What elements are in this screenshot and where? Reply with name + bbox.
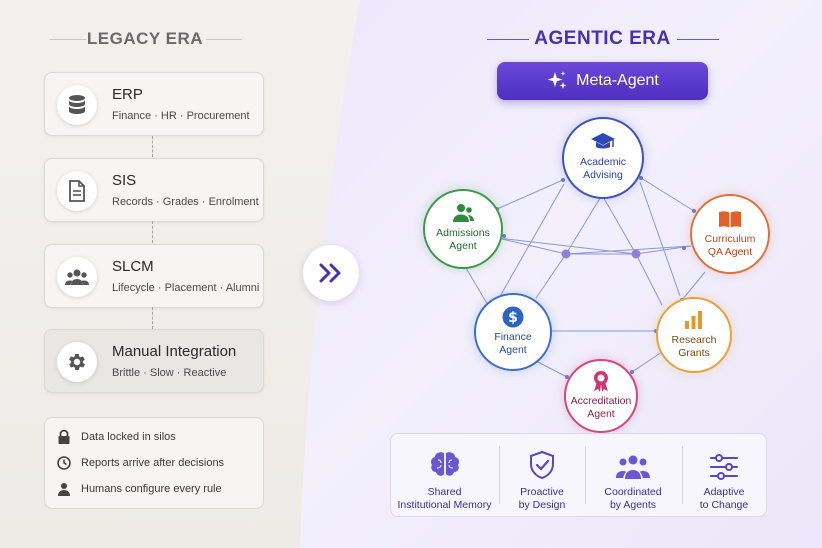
agent-label: Agent (587, 408, 615, 420)
system-card-slcm: SLCM Lifecycle · Placement · Alumni (44, 244, 264, 308)
title-rule-left (50, 39, 86, 40)
agent-accreditation: Accreditation Agent (564, 359, 638, 433)
transition-circle (303, 245, 359, 301)
brain-icon (391, 444, 498, 480)
capability-label: by Design (518, 499, 566, 511)
award-ribbon-icon (592, 370, 610, 392)
agent-label: Finance (494, 331, 532, 343)
connector-dashed (152, 307, 153, 329)
divider (499, 446, 500, 504)
divider (585, 446, 586, 504)
issue-item: Humans configure every rule (57, 480, 222, 498)
meta-agent-label: Meta-Agent (576, 72, 659, 89)
svg-text:$: $ (508, 310, 518, 326)
agent-label: Agent (449, 240, 477, 252)
capability-label: Shared (427, 486, 462, 498)
legacy-issues-box: Data locked in silos Reports arrive afte… (44, 417, 264, 509)
capability-label: to Change (699, 499, 749, 511)
capability-label: Institutional Memory (397, 499, 492, 511)
clock-icon (57, 456, 71, 470)
issue-text: Humans configure every rule (81, 483, 222, 495)
issue-item: Reports arrive after decisions (57, 454, 224, 472)
sliders-icon (682, 444, 766, 480)
document-icon (57, 171, 97, 211)
system-name: ERP (112, 86, 143, 103)
dollar-icon: $ (502, 306, 524, 328)
person-icon (58, 483, 70, 496)
agent-label: Grants (678, 347, 710, 359)
agent-label: Admissions (436, 227, 490, 239)
graduation-cap-icon (590, 131, 616, 153)
bar-chart-icon (683, 309, 705, 331)
system-card-manual-integration: Manual Integration Brittle · Slow · Reac… (44, 329, 264, 393)
agent-label: Research (671, 334, 717, 346)
agent-research-grants: Research Grants (656, 297, 732, 373)
capabilities-bar: Shared Institutional Memory Proactive by… (390, 433, 767, 517)
title-rule-right (677, 39, 719, 40)
agent-label: Accreditation (570, 395, 632, 407)
system-name: SIS (112, 172, 137, 189)
agent-admissions: Admissions Agent (423, 189, 503, 269)
system-name: SLCM (112, 258, 154, 275)
legacy-title: LEGACY ERA (86, 29, 204, 48)
double-chevron-right-icon (319, 263, 341, 283)
system-card-sis: SIS Records · Grades · Enrolment (44, 158, 264, 222)
issue-item: Data locked in silos (57, 428, 176, 446)
title-rule-right (206, 39, 242, 40)
system-modules: Records · Grades · Enrolment (112, 196, 259, 208)
system-modules: Brittle · Slow · Reactive (112, 367, 227, 379)
divider (682, 446, 683, 504)
capability-item: Coordinated by Agents (585, 434, 681, 516)
agentic-title: AGENTIC ERA (534, 28, 671, 49)
capability-item: Proactive by Design (499, 434, 585, 516)
agent-curriculum-qa: Curriculum QA Agent (690, 194, 770, 274)
agent-label: Curriculum (704, 233, 756, 245)
agent-label: Agent (499, 344, 527, 356)
people-icon (57, 257, 97, 297)
capability-label: Adaptive (703, 486, 745, 498)
capability-item: Shared Institutional Memory (391, 434, 498, 516)
issue-text: Reports arrive after decisions (81, 457, 225, 469)
capability-item: Adaptive to Change (682, 434, 766, 516)
shield-check-icon (499, 444, 585, 480)
system-card-erp: ERP Finance · HR · Procurement (44, 72, 264, 136)
agent-label: Academic (579, 156, 627, 168)
agent-finance: $ Finance Agent (474, 293, 552, 371)
gear-icon (57, 342, 97, 382)
people-icon (451, 202, 475, 224)
capability-label: by Agents (609, 499, 657, 511)
meta-agent-box: Meta-Agent (497, 62, 708, 100)
capability-label: Proactive (520, 486, 564, 498)
agent-academic-advising: Academic Advising (562, 117, 644, 199)
book-icon (718, 208, 742, 230)
group-icon (585, 444, 681, 480)
agent-label: QA Agent (707, 246, 753, 258)
connector-dashed (152, 221, 153, 243)
system-modules: Lifecycle · Placement · Alumni (112, 282, 260, 294)
capability-label: Coordinated (604, 486, 662, 498)
agent-label: Advising (583, 169, 623, 181)
system-modules: Finance · HR · Procurement (112, 110, 250, 122)
sparkles-icon (547, 71, 567, 89)
connector-dashed (152, 136, 153, 157)
system-name: Manual Integration (112, 343, 237, 360)
database-icon (57, 85, 97, 125)
issue-text: Data locked in silos (81, 431, 176, 443)
lock-icon (58, 429, 70, 444)
title-rule-left (487, 39, 529, 40)
